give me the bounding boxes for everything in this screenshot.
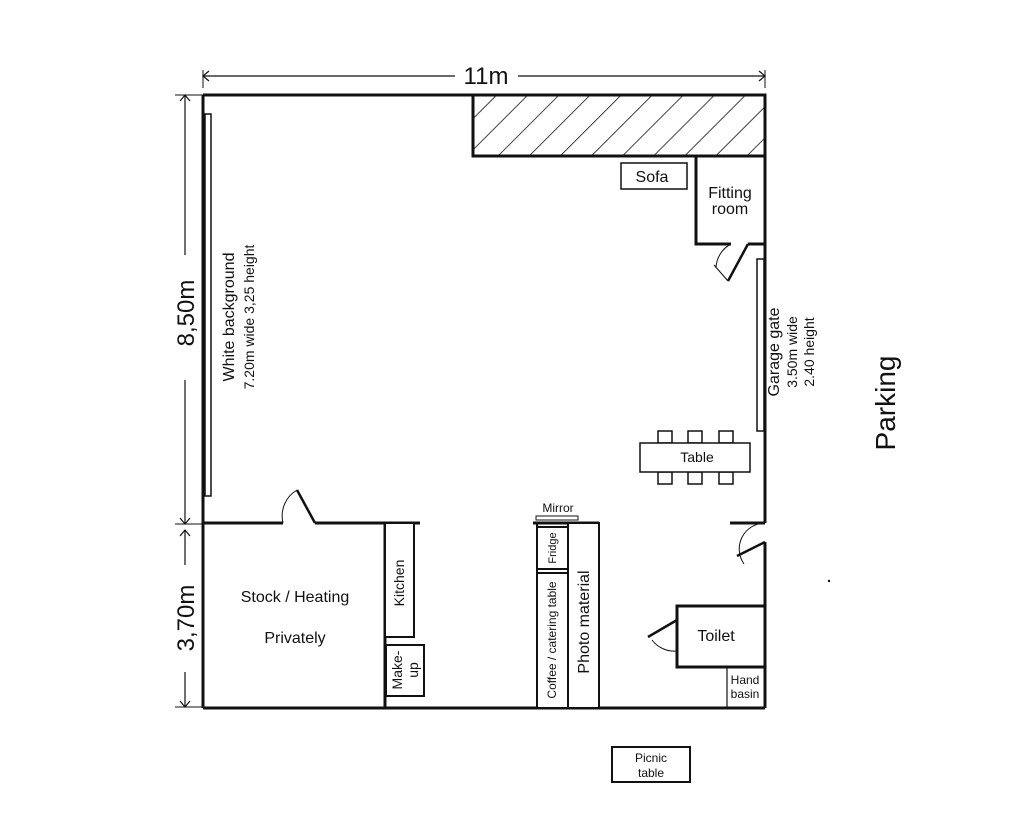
parking-label: Parking xyxy=(870,356,901,451)
toilet: Toilet xyxy=(675,604,767,669)
hand-basin-line1: Hand xyxy=(731,673,760,687)
stock-room-door xyxy=(281,489,317,524)
mirror-label: Mirror xyxy=(542,501,573,515)
mirror: Mirror xyxy=(535,501,579,521)
stock-room-line1: Stock / Heating xyxy=(241,589,350,606)
kitchen: Kitchen xyxy=(384,522,415,638)
fitting-room: Fitting room xyxy=(694,156,765,246)
garage-gate-sub2: 2.40 height xyxy=(801,317,817,386)
picnic-table-line2: table xyxy=(638,766,664,780)
stray-dot xyxy=(827,579,831,583)
table-label: Table xyxy=(680,449,714,465)
toilet-door xyxy=(647,618,678,652)
storage-block xyxy=(533,521,600,709)
white-background-sub: 7.20m wide 3,25 height xyxy=(241,245,257,390)
dimension-height-main: 8,50m xyxy=(173,94,203,525)
dimension-height-lower-label: 3,70m xyxy=(173,585,200,652)
dimension-width-label: 11m xyxy=(464,63,509,90)
garage-gate: Garage gate 3.50m wide 2.40 height xyxy=(756,258,817,432)
kitchen-label: Kitchen xyxy=(391,560,407,607)
hand-basin: Hand basin xyxy=(726,667,760,708)
makeup: Make- up xyxy=(385,644,425,697)
picnic-table: Picnic table xyxy=(611,746,691,783)
makeup-line2: up xyxy=(405,662,421,678)
fitting-room-line1: Fitting xyxy=(708,185,752,202)
sofa: Sofa xyxy=(620,162,688,190)
table: Table xyxy=(639,430,751,485)
fitting-room-line2: room xyxy=(712,201,748,218)
garage-gate-sub1: 3.50m wide xyxy=(784,316,800,388)
toilet-label: Toilet xyxy=(697,628,735,645)
makeup-line1: Make- xyxy=(389,650,405,689)
picnic-table-line1: Picnic xyxy=(635,751,667,765)
dimension-height-main-label: 8,50m xyxy=(173,280,200,347)
hatched-area xyxy=(471,93,767,158)
dimension-width: 11m xyxy=(202,63,766,90)
fridge-label: Fridge xyxy=(547,532,559,563)
side-door xyxy=(730,521,766,565)
white-background-title: White background xyxy=(221,253,238,382)
hand-basin-line2: basin xyxy=(731,687,760,701)
photo-material-label: Photo material xyxy=(576,570,593,673)
garage-gate-title: Garage gate xyxy=(766,307,783,396)
dimension-height-lower: 3,70m xyxy=(173,529,203,708)
coffee-table-label: Coffee / catering table xyxy=(545,581,559,699)
stock-room-line2: Privately xyxy=(264,630,325,647)
white-background: White background 7.20m wide 3,25 height xyxy=(204,113,257,497)
fitting-room-door xyxy=(713,243,750,282)
sofa-label: Sofa xyxy=(636,169,669,186)
